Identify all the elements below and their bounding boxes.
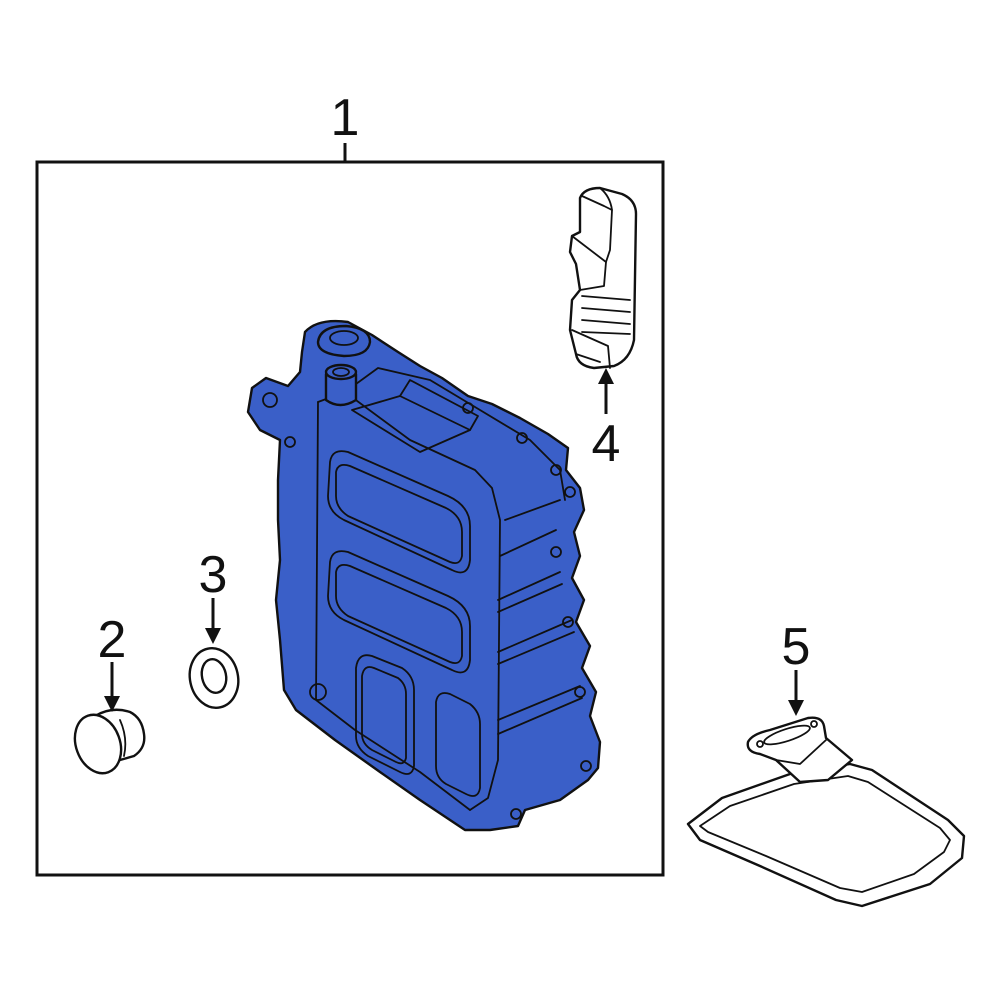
callout-5-label: 5 bbox=[782, 618, 811, 676]
callout-2-arrowhead bbox=[104, 696, 120, 712]
callout-4-label: 4 bbox=[592, 415, 621, 473]
callout-3-label: 3 bbox=[199, 546, 228, 604]
transmission-filter[interactable] bbox=[686, 716, 966, 908]
callout-5-arrowhead bbox=[788, 700, 804, 716]
assembly-frame bbox=[35, 160, 665, 877]
valve-body-cover[interactable] bbox=[246, 319, 602, 832]
drain-plug[interactable] bbox=[67, 708, 146, 779]
solenoid-sensor[interactable] bbox=[568, 186, 638, 370]
callout-4-arrowhead bbox=[598, 368, 614, 384]
callout-3-arrowhead bbox=[205, 628, 221, 644]
sealing-washer[interactable] bbox=[184, 644, 243, 713]
callout-1-label: 1 bbox=[331, 89, 360, 147]
callout-2-label: 2 bbox=[98, 611, 127, 669]
